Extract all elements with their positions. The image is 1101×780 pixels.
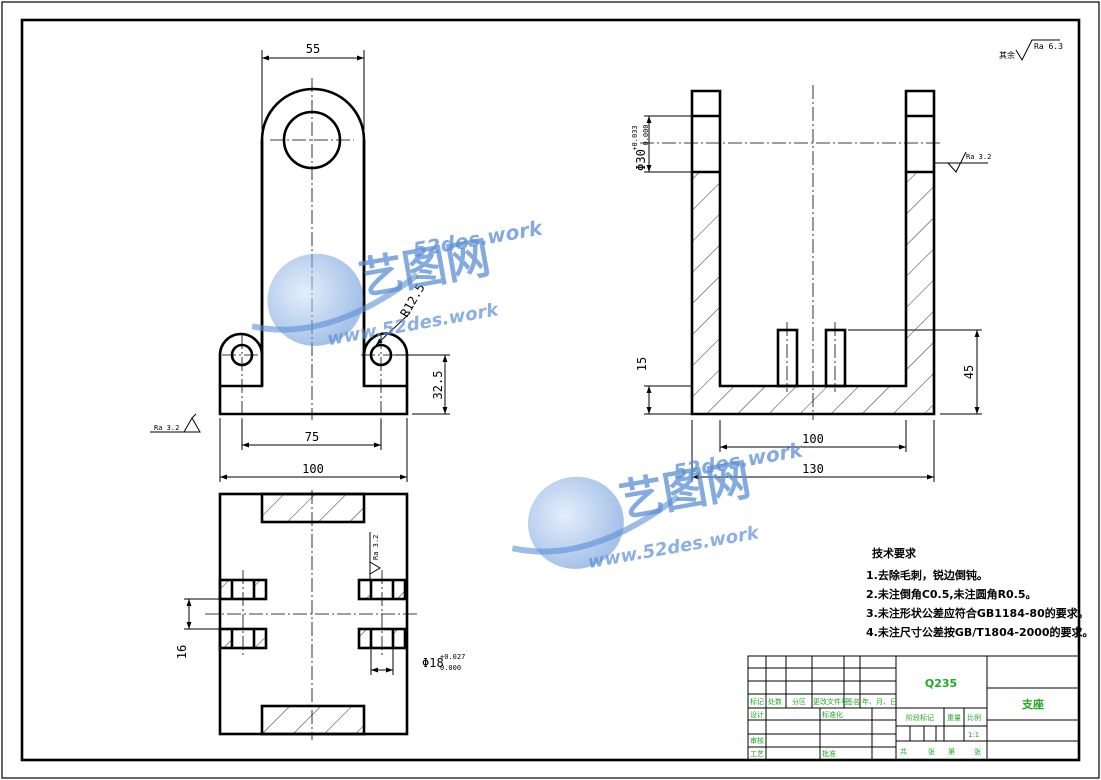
ra-plan-hole: Ra 3.2 [372, 535, 380, 560]
dim-ear-height: 32.5 [431, 371, 445, 400]
tb-label-stage: 阶段标记 [906, 713, 934, 722]
dim-plan-hole-tol-upper: +0.027 [440, 653, 465, 661]
tb-sheet-unit2: 张 [974, 747, 981, 756]
tb-label-design: 设计 [750, 710, 764, 719]
tb-part-name: 支座 [1021, 697, 1044, 711]
globe-icon [267, 253, 364, 346]
globe-icon [528, 476, 624, 569]
plan-view [205, 490, 420, 740]
right-section-view [640, 85, 940, 420]
dim-bore-tol-upper: +0.033 [631, 125, 639, 150]
dim-base-thickness: 15 [635, 357, 649, 371]
note-item-3: 3.未注形状公差应符合GB1184-80的要求。 [866, 606, 1089, 620]
tb-sheet-no: 第 [948, 747, 955, 756]
tb-label-scale: 比例 [967, 713, 981, 722]
dim-base-width: 100 [302, 462, 324, 476]
tb-label-review: 审核 [750, 736, 764, 745]
dim-width-top: 55 [306, 42, 320, 56]
tb-label-change: 更改文件号 [813, 697, 848, 706]
tb-label-weight: 重量 [947, 714, 961, 722]
ra-bore: Ra 3.2 [966, 153, 991, 161]
dim-inner-height: 45 [962, 365, 976, 379]
tb-scale-value: 1:1 [968, 731, 979, 739]
ra-global: Ra 6.3 [1034, 42, 1063, 51]
note-item-1: 1.去除毛刺，锐边倒钝。 [866, 568, 988, 582]
notes-title: 技术要求 [872, 546, 917, 560]
watermark-bottom: 艺图网 52des.work www.52des.work [511, 437, 806, 573]
tb-label-sign: 签名 [846, 697, 860, 706]
tb-label-mark: 标记 [750, 697, 764, 706]
dim-total-width: 130 [802, 462, 824, 476]
tb-label-standard: 标准化 [822, 710, 843, 719]
dim-plan-hole-tol-lower: 0.000 [440, 664, 461, 672]
tb-label-count: 处数 [768, 697, 782, 706]
note-item-2: 2.未注倒角C0.5,未注圆角R0.5。 [866, 587, 1037, 601]
title-block: 标记 处数 分区 更改文件号 签名 年、月、日 设计 标准化 审核 工艺 批准 … [747, 655, 1080, 761]
tb-material: Q235 [925, 677, 957, 690]
dim-inner-width: 100 [802, 432, 824, 446]
right-dimensions: Φ30 +0.033 0.000 15 45 100 130 Ra 3.2 [631, 115, 991, 482]
global-roughness: 其余 Ra 6.3 [999, 39, 1063, 62]
technical-notes: 技术要求 1.去除毛刺，锐边倒钝。 2.未注倒角C0.5,未注圆角R0.5。 3… [866, 546, 1094, 639]
ra-base: Ra 3.2 [154, 424, 179, 432]
tb-label-process: 工艺 [750, 750, 764, 758]
dim-slot-width: 16 [175, 645, 189, 659]
inner-border [20, 18, 1081, 762]
plan-dimensions: 16 Φ18 +0.027 0.000 Ra 3.2 [175, 532, 465, 675]
tb-label-zone: 分区 [792, 697, 806, 706]
tb-label-date: 年、月、日 [862, 697, 897, 706]
tb-label-approve: 批准 [822, 749, 836, 758]
dim-bore-tol-lower: 0.000 [642, 124, 650, 145]
note-item-4: 4.未注尺寸公差按GB/T1804-2000的要求。 [866, 625, 1094, 639]
tb-sheet-total: 共 [900, 747, 907, 756]
dim-plan-hole: Φ18 [422, 656, 444, 670]
ra-global-prefix: 其余 [999, 50, 1015, 60]
front-view [218, 78, 409, 420]
dim-hole-spacing: 75 [305, 430, 319, 444]
dim-bore: Φ30 [634, 149, 648, 171]
tb-sheet-unit1: 张 [928, 747, 935, 756]
